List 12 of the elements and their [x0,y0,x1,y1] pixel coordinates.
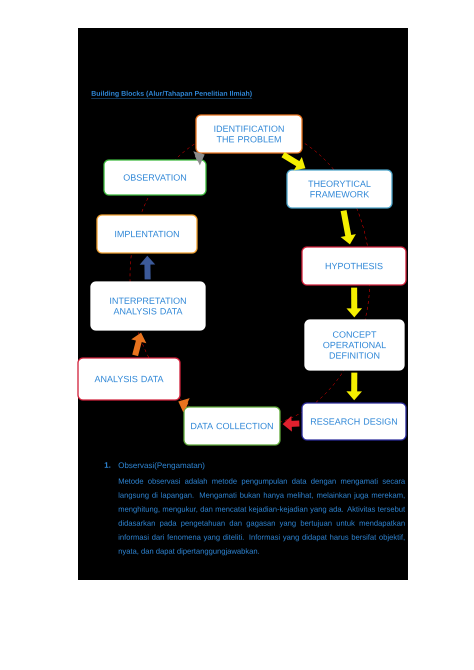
section-heading: Observasi(Pengamatan) [118,462,204,470]
process-box: ANALYSIS DATA [77,357,181,401]
process-box: OBSERVATION [103,159,207,196]
process-box: DATA COLLECTION [183,406,281,446]
process-box: IMPLENTATION [96,214,198,254]
process-box: RESEARCH DESIGN [301,402,407,441]
process-box: IDENTIFICATION THE PROBLEM [195,114,303,154]
process-box: HYPOTHESIS [301,246,407,286]
process-box: CONCEPT OPERATIONAL DEFINITION [304,319,405,371]
process-box: INTERPRETATION ANALYSIS DATA [90,281,206,331]
process-box: THEORYTICAL FRAMEWORK [286,169,393,209]
list-number: 1. [104,462,110,468]
